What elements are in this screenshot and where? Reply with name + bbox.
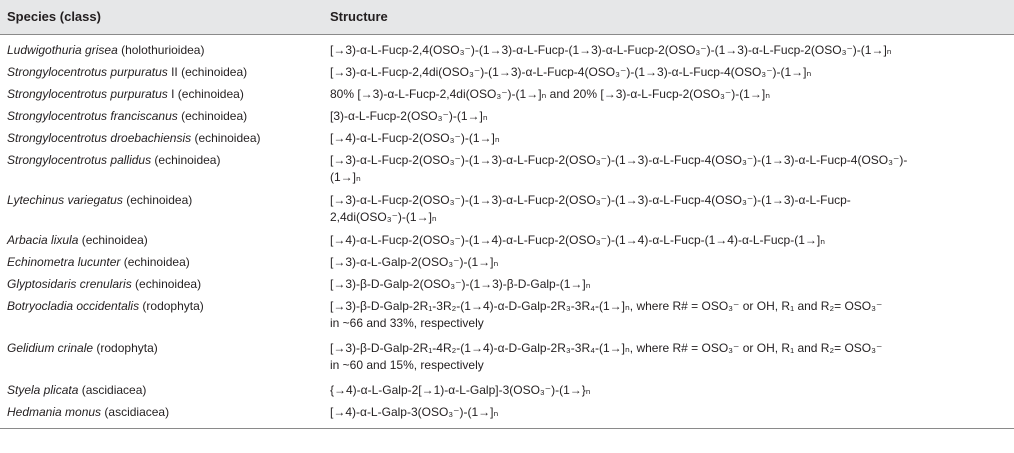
structure-cell: [→3)-α-L-Galp-2(OSO₃⁻)-(1→]ₙ: [330, 255, 499, 269]
structure-cell: [→4)-α-L-Galp-3(OSO₃⁻)-(1→]ₙ: [330, 405, 499, 419]
structure-cell: [→3)-α-L-Fucp-2(OSO₃⁻)-(1→3)-α-L-Fucp-2(…: [330, 193, 851, 224]
species-cell: Gelidium crinale (rodophyta): [7, 340, 158, 357]
species-cell: Styela plicata (ascidiacea): [7, 382, 146, 399]
bottom-rule: [0, 428, 1014, 429]
structure-cell: [→3)-β-D-Galp-2R₁-4R₂-(1→4)-α-D-Galp-2R₃…: [330, 341, 883, 372]
species-cell: Strongylocentrotus purpuratus I (echinoi…: [7, 86, 244, 103]
species-cell: Echinometra lucunter (echinoidea): [7, 254, 190, 271]
species-name: Hedmania monus: [7, 405, 102, 419]
species-cell: Glyptosidaris crenularis (echinoidea): [7, 276, 201, 293]
species-name: Lytechinus variegatus: [7, 193, 123, 207]
species-name: Strongylocentrotus purpuratus: [7, 87, 168, 101]
header-structure: Structure: [330, 9, 388, 24]
species-cell: Botryocladia occidentalis (rodophyta): [7, 298, 204, 315]
structure-cell: [→3)-β-D-Galp-2R₁-3R₂-(1→4)-α-D-Galp-2R₃…: [330, 299, 883, 330]
structure-cell: [→4)-α-L-Fucp-2(OSO₃⁻)-(1→4)-α-L-Fucp-2(…: [330, 233, 826, 247]
structure-cell: [→3)-α-L-Fucp-2,4(OSO₃⁻)-(1→3)-α-L-Fucp-…: [330, 43, 892, 57]
species-class: (echinoidea): [78, 233, 148, 247]
species-name: Echinometra lucunter: [7, 255, 121, 269]
header-rule: [0, 34, 1014, 35]
species-class: (echinoidea): [177, 109, 248, 123]
species-class: (echinoidea): [122, 193, 193, 207]
species-class: (echinoidea): [191, 131, 261, 145]
structure-cell: [→3)-β-D-Galp-2(OSO₃⁻)-(1→3)-β-D-Galp-(1…: [330, 277, 591, 291]
species-cell: Hedmania monus (ascidiacea): [7, 404, 169, 421]
species-name: Ludwigothuria grisea: [7, 43, 118, 57]
structure-cell: [→4)-α-L-Fucp-2(OSO₃⁻)-(1→]ₙ: [330, 131, 500, 145]
species-class: (echinoidea): [131, 277, 202, 291]
species-cell: Lytechinus variegatus (echinoidea): [7, 192, 192, 209]
species-name: Arbacia lixula: [7, 233, 79, 247]
species-class: (ascidiacea): [78, 383, 147, 397]
structure-cell: 80% [→3)-α-L-Fucp-2,4di(OSO₃⁻)-(1→]ₙ and…: [330, 87, 770, 101]
species-class: (rodophyta): [139, 299, 204, 313]
species-cell: Strongylocentrotus purpuratus II (echino…: [7, 64, 247, 81]
species-name: Gelidium crinale: [7, 341, 94, 355]
species-name: Strongylocentrotus purpuratus: [7, 65, 168, 79]
species-cell: Strongylocentrotus franciscanus (echinoi…: [7, 108, 247, 125]
species-cell: Strongylocentrotus pallidus (echinoidea): [7, 152, 220, 169]
species-name: Strongylocentrotus pallidus: [7, 153, 152, 167]
species-cell: Ludwigothuria grisea (holothurioidea): [7, 42, 204, 59]
species-class: II (echinoidea): [167, 65, 248, 79]
structure-cell: [3)-α-L-Fucp-2(OSO₃⁻)-(1→]ₙ: [330, 109, 488, 123]
species-class: (echinoidea): [151, 153, 221, 167]
species-name: Strongylocentrotus droebachiensis: [7, 131, 192, 145]
structure-cell: {→4)-α-L-Galp-2[→1)-α-L-Galp]-3(OSO₃⁻)-(…: [330, 383, 591, 397]
species-class: (holothurioidea): [117, 43, 205, 57]
species-class: (echinoidea): [120, 255, 190, 269]
species-class: I (echinoidea): [167, 87, 244, 101]
header-species: Species (class): [7, 9, 101, 24]
species-name: Glyptosidaris crenularis: [7, 277, 132, 291]
structure-cell: [→3)-α-L-Fucp-2(OSO₃⁻)-(1→3)-α-L-Fucp-2(…: [330, 153, 908, 184]
species-name: Styela plicata: [7, 383, 79, 397]
species-name: Botryocladia occidentalis: [7, 299, 140, 313]
species-cell: Strongylocentrotus droebachiensis (echin…: [7, 130, 260, 147]
species-class: (rodophyta): [93, 341, 158, 355]
species-cell: Arbacia lixula (echinoidea): [7, 232, 148, 249]
structure-cell: [→3)-α-L-Fucp-2,4di(OSO₃⁻)-(1→3)-α-L-Fuc…: [330, 65, 812, 79]
table-header: Species (class) Structure: [0, 0, 1014, 34]
species-class: (ascidiacea): [101, 405, 170, 419]
species-name: Strongylocentrotus franciscanus: [7, 109, 178, 123]
